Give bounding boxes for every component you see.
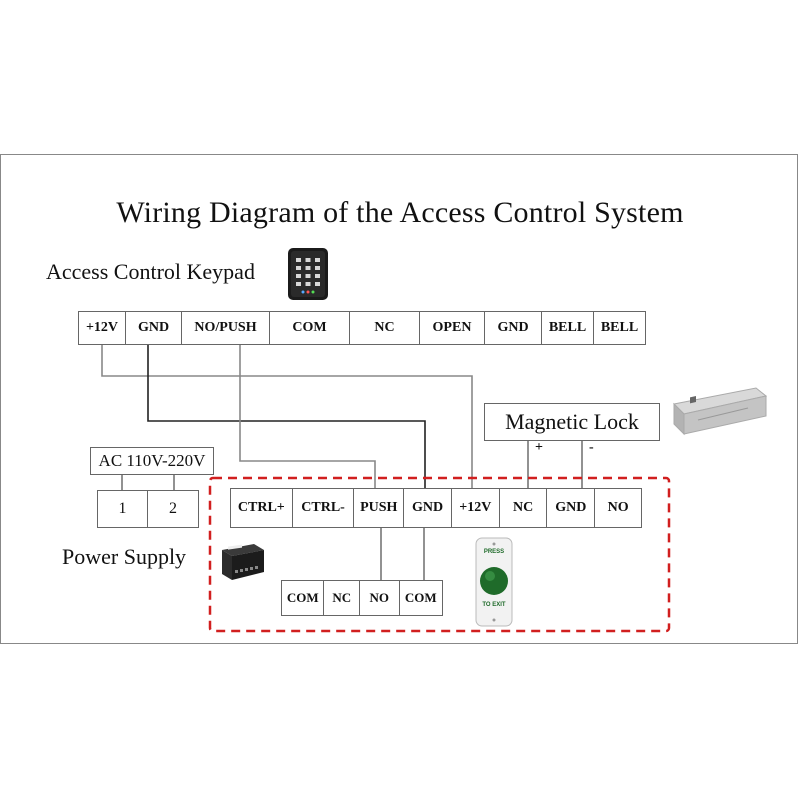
power-supply-terminal-strip: CTRL+ CTRL- PUSH GND +12V NC GND NO — [230, 488, 642, 528]
ac-terminal-strip: 1 2 — [97, 490, 199, 528]
magnetic-lock-label: Magnetic Lock — [505, 409, 639, 434]
power-supply-enclosure — [208, 476, 671, 633]
power-supply-icon — [222, 544, 264, 580]
ac-terminal: 1 — [98, 491, 149, 527]
magnetic-lock-icon — [672, 387, 768, 436]
exit-button-terminal-strip: COM NC NO COM — [281, 580, 443, 616]
psu-terminal: +12V — [452, 489, 500, 527]
psu-terminal: GND — [404, 489, 452, 527]
exit-button-exit-text: TO EXIT — [482, 602, 506, 608]
keypad-terminal: GND — [126, 312, 182, 344]
psu-terminal: PUSH — [354, 489, 405, 527]
wire-12v — [101, 345, 473, 488]
magnetic-lock-box: Magnetic Lock — [484, 403, 660, 441]
diagram-title: Wiring Diagram of the Access Control Sys… — [116, 196, 684, 229]
ac-terminal: 2 — [169, 500, 177, 517]
psu-terminal: NC — [500, 489, 548, 527]
keypad-icon — [288, 248, 328, 300]
psu-terminal: GND — [547, 489, 596, 527]
diagram-frame — [0, 154, 798, 644]
keypad-terminal: +12V — [79, 312, 126, 344]
keypad-terminal: COM — [270, 312, 350, 344]
magnetic-lock-plus: + — [535, 440, 543, 455]
keypad-terminal: GND — [485, 312, 542, 344]
psu-terminal: CTRL- — [293, 489, 355, 527]
keypad-label: Access Control Keypad — [46, 259, 255, 284]
exit-terminal: COM — [404, 590, 437, 605]
magnetic-lock-minus: - — [589, 440, 594, 455]
keypad-terminal: BELL — [600, 320, 639, 335]
power-supply-label: Power Supply — [62, 544, 187, 569]
keypad-terminal-strip: +12V GND NO/PUSH COM NC OPEN GND BELL BE… — [78, 311, 646, 345]
wire-push — [239, 345, 376, 488]
psu-terminal: CTRL+ — [231, 489, 293, 527]
wire-gnd — [147, 345, 426, 488]
psu-terminal: NO — [607, 500, 629, 515]
exit-terminal: COM — [282, 581, 325, 615]
keypad-terminal: OPEN — [420, 312, 485, 344]
keypad-terminal: NC — [350, 312, 420, 344]
ac-input-box: AC 110V-220V — [90, 447, 214, 475]
exit-terminal: NO — [360, 581, 400, 615]
keypad-terminal: NO/PUSH — [182, 312, 270, 344]
keypad-terminal: BELL — [542, 312, 594, 344]
exit-terminal: NC — [324, 581, 361, 615]
exit-button-icon: PRESS TO EXIT — [474, 536, 514, 628]
ac-input-label: AC 110V-220V — [98, 451, 206, 470]
exit-button-press-text: PRESS — [483, 549, 505, 555]
